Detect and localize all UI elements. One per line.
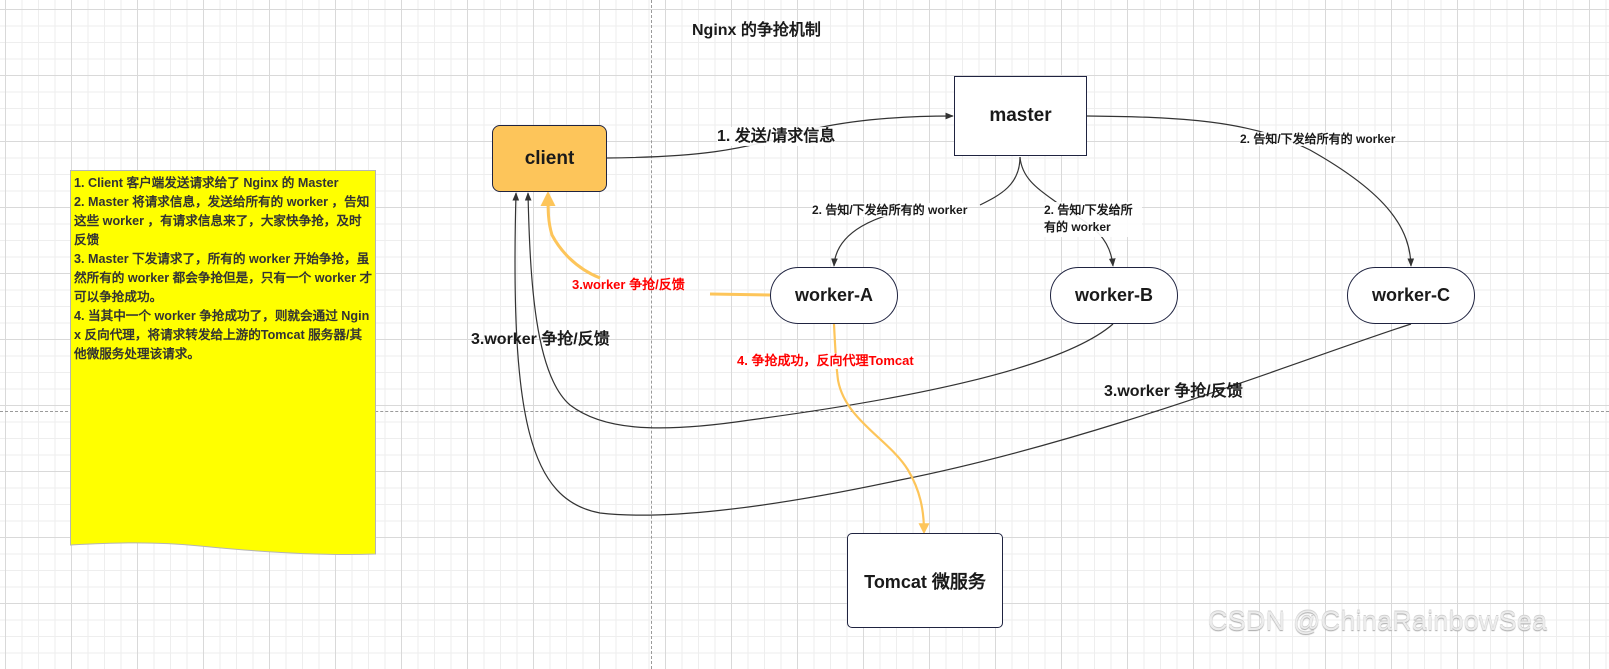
client-node-label: client [524,147,575,169]
edge-worker-b-to-client[interactable] [524,192,1114,429]
note-line-4: 4. 当其中一个 worker 争抢成功了，则就会通过 Nginx 反向代理，将… [74,309,370,361]
page-break-horizontal [0,411,1609,412]
edge-worker-c-to-client[interactable] [512,192,1412,516]
edge-worker-a-to-client[interactable] [548,194,771,297]
edge-label-worker-c-compete: 3.worker 争抢/反馈 [1104,383,1243,400]
page-break-vertical [651,0,652,669]
worker-a-node[interactable]: worker-A [770,267,898,324]
note-line-3: 3. Master 下发请求了，所有的 worker 开始争抢，虽然所有的 wo… [74,252,373,304]
client-node[interactable]: client [492,125,607,192]
note-line-2: 2. Master 将请求信息，发送给所有的 worker ，告知这些 work… [74,195,370,247]
worker-a-node-label: worker-A [794,285,874,305]
worker-b-node-label: worker-B [1074,285,1154,305]
edge-label-proxy-success: 4. 争抢成功，反向代理Tomcat [737,353,914,369]
edge-label-notify-worker-c: 2. 告知/下发给所有的 worker [1240,132,1396,147]
watermark: CSDN @ChinaRainbowSea [1208,606,1548,636]
worker-c-node-label: worker-C [1371,285,1451,305]
edge-master-to-worker-c[interactable] [1086,115,1415,267]
edge-label-worker-b-compete: 3.worker 争抢/反馈 [471,331,610,348]
master-node-label: master [989,105,1052,126]
note-line-1: 1. Client 客户端发送请求给了 Nginx 的 Master [74,176,339,190]
sticky-note-shape [70,170,376,555]
sticky-note-text: 1. Client 客户端发送请求给了 Nginx 的 Master 2. Ma… [70,170,376,364]
tomcat-node[interactable]: Tomcat 微服务 [847,533,1003,628]
worker-b-node[interactable]: worker-B [1050,267,1178,324]
tomcat-node-label: Tomcat 微服务 [864,571,986,592]
edge-label-notify-worker-a: 2. 告知/下发给所有的 worker [812,203,968,218]
worker-c-node[interactable]: worker-C [1347,267,1475,324]
diagram-title: Nginx 的争抢机制 [692,22,821,39]
edge-label-worker-a-compete: 3.worker 争抢/反馈 [572,277,685,292]
sticky-note[interactable]: 1. Client 客户端发送请求给了 Nginx 的 Master 2. Ma… [70,170,376,556]
edge-label-notify-worker-b: 2. 告知/下发给所有的 worker [1044,202,1142,237]
master-node[interactable]: master [954,76,1087,156]
edge-label-send-request: 1. 发送/请求信息 [717,127,836,147]
